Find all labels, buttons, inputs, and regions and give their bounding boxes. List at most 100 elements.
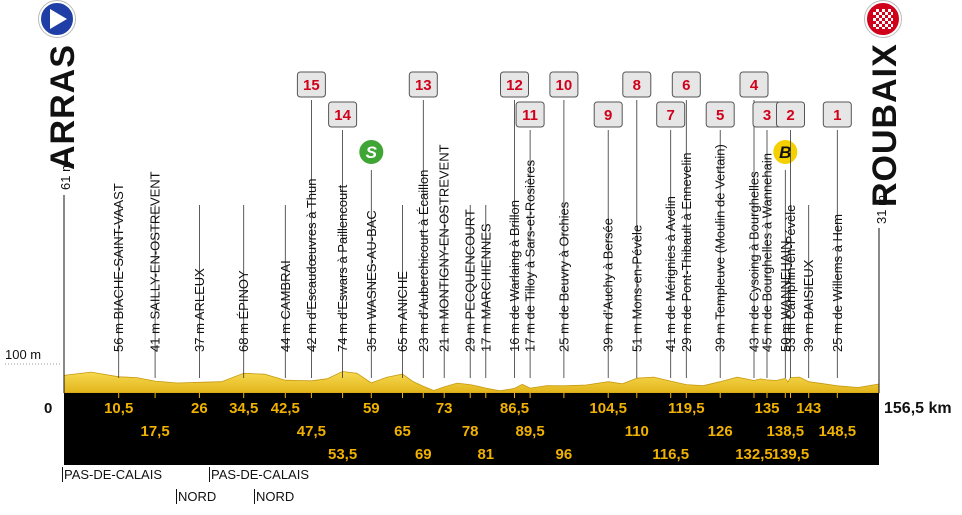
km-label: 81 [477, 446, 494, 463]
sector-box [408, 71, 438, 98]
waypoint-label: 25 m de Willems à Hem [830, 214, 845, 352]
cobble-sector-badge: 5 [705, 101, 735, 128]
km-label: 116,5 [652, 446, 689, 463]
checkered-flag-icon [864, 0, 902, 38]
km-label: 42,5 [271, 400, 300, 417]
sector-box [549, 71, 579, 98]
region-label: NORD [176, 489, 217, 504]
km-label: 65 [394, 423, 411, 440]
icon-letter: S [366, 143, 378, 162]
cobble-sector-badge: 6 [671, 71, 701, 98]
sector-box [622, 71, 652, 98]
km-label: 53,5 [328, 446, 357, 463]
region-label: NORD [254, 489, 295, 504]
sector-box [739, 71, 769, 98]
sector-number: 9 [604, 107, 612, 124]
sector-number: 5 [716, 107, 724, 124]
km-label: 135 [754, 400, 779, 417]
zero-km-label: 0 [44, 400, 52, 417]
sector-number: 13 [415, 77, 432, 94]
waypoint-label: 65 m ANICHE [395, 271, 410, 352]
km-label: 96 [556, 446, 573, 463]
waypoint-label: 45 m de Bourghelles à Wannehain [760, 153, 775, 352]
finish-altitude: 31 m [874, 195, 889, 224]
sector-box [593, 101, 623, 128]
waypoint-label: 39 m Templeuve (Moulin de Vertain) [713, 144, 728, 352]
km-label: 73 [436, 400, 453, 417]
bonus-icon: B [771, 138, 800, 166]
total-distance-label: 156,5 km [884, 400, 952, 417]
km-label: 132,5 [735, 446, 773, 463]
km-label: 148,5 [819, 423, 857, 440]
cobble-sector-badge: 12 [500, 71, 529, 98]
icon-disc [771, 138, 800, 166]
sector-number: 14 [334, 107, 351, 124]
km-label: 89,5 [515, 423, 544, 440]
waypoint-label: 39 m BAISIEUX [801, 259, 816, 352]
start-altitude: 61 m [58, 161, 73, 190]
cobble-sector-badge: 7 [656, 101, 686, 128]
waypoint-label: 53 m Camphin-en-Pévèle [783, 205, 798, 352]
km-label: 86,5 [500, 400, 529, 417]
cobble-sector-badge: 4 [739, 71, 769, 98]
waypoint-label: 56 m BIACHE-SAINT-VAAST [111, 183, 126, 352]
waypoint-label: 43 m de Cysoing à Bourghelles [747, 171, 762, 352]
sector-box [705, 101, 735, 128]
km-label: 69 [415, 446, 432, 463]
region-label: PAS-DE-CALAIS [62, 467, 163, 482]
sector-number: 15 [303, 77, 320, 94]
sector-box [822, 101, 852, 128]
region-label: PAS-DE-CALAIS [209, 467, 310, 482]
cobble-sector-badge: 10 [549, 71, 579, 98]
km-label: 143 [796, 400, 821, 417]
cobble-sector-badge: 1 [822, 101, 852, 128]
sector-number: 10 [556, 77, 573, 94]
sector-number: 1 [833, 107, 841, 124]
waypoint-label: 39 m d'Auchy à Bersée [601, 218, 616, 352]
sector-box [656, 101, 686, 128]
elevation-profile [63, 371, 880, 394]
sector-box [776, 101, 805, 128]
waypoints-layer: 56 m BIACHE-SAINT-VAAST 10,5 41 m SAILLY-E… [104, 71, 857, 463]
sector-number: 3 [763, 107, 771, 124]
sprint-icon: S [357, 138, 386, 166]
waypoint-label: 41 m SAILLY-EN-OSTREVENT [148, 171, 163, 352]
waypoint-label: 25 m de Beuvry à Orchies [556, 201, 571, 352]
sector-number: 6 [682, 77, 690, 94]
waypoint-label: 17 m MARCHIENNES [478, 223, 493, 352]
waypoint-label: 68 m ÉPINOY [236, 270, 251, 352]
km-band [64, 393, 879, 465]
start-city: ARRAS [44, 44, 82, 170]
sector-number: 7 [667, 107, 675, 124]
sector-number: 4 [750, 77, 759, 94]
km-label: 119,5 [668, 400, 705, 417]
waypoint-label: 44 m CAMBRAI [278, 260, 293, 352]
waypoint-label: 42 m d'Escaudœuvres à Thun [304, 179, 319, 353]
icon-disc [357, 138, 386, 166]
sector-box [515, 101, 545, 128]
km-label: 59 [363, 400, 380, 417]
sector-box [296, 71, 326, 98]
km-label: 47,5 [297, 423, 326, 440]
cobble-sector-badge: 8 [622, 71, 652, 98]
sector-number: 11 [522, 107, 538, 124]
waypoint-label: 41 m de Mérignies à Avelin [663, 196, 678, 352]
km-label: 139,5 [772, 446, 810, 463]
km-label: 138,5 [767, 423, 805, 440]
finish-city: ROUBAIX [866, 43, 904, 207]
sector-number: 2 [786, 107, 794, 124]
km-label: 10,5 [104, 400, 133, 417]
km-label: 34,5 [229, 400, 258, 417]
km-label: 126 [708, 423, 733, 440]
km-label: 104,5 [589, 400, 627, 417]
waypoint-label: 50 m WANNEHAIN [778, 241, 793, 352]
waypoint-label: 51 m Mons-en-Pévèle [629, 225, 644, 352]
waypoint-label: 17 m de Tilloy à Sars-et-Rosières [523, 159, 538, 352]
sector-box [500, 71, 529, 98]
icon-letter: B [779, 143, 791, 162]
km-label: 17,5 [140, 423, 169, 440]
waypoint-label: 37 m ARLEUX [192, 268, 207, 352]
cobble-sector-badge: 2 [776, 101, 805, 128]
waypoint-label: 23 m d'Auberchicourt à Écaillon [416, 170, 431, 352]
sector-box [328, 101, 358, 128]
